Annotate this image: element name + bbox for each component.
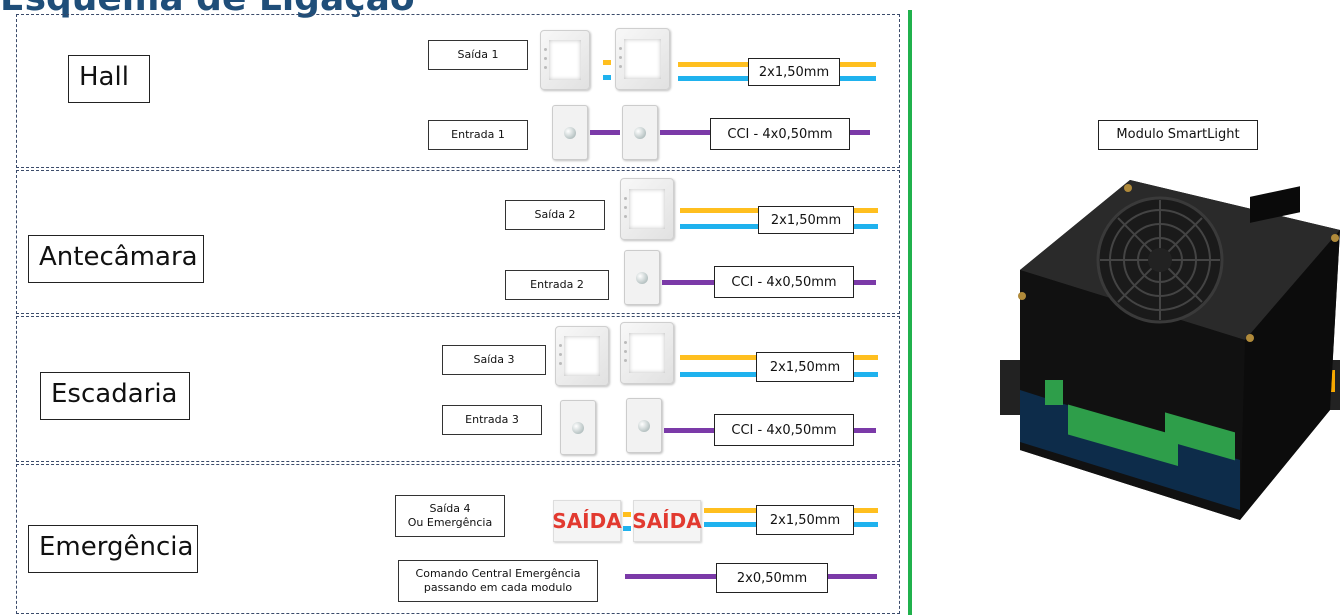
motion-sensor-icon xyxy=(560,400,596,455)
ceiling-lamp-icon xyxy=(620,322,674,384)
signal-cable-label-antecamara: CCI - 4x0,50mm xyxy=(714,266,854,298)
output-label-escadaria: Saída 3 xyxy=(442,345,546,375)
room-label-hall: Hall xyxy=(68,55,150,103)
room-label-antecamara: Antecâmara xyxy=(28,235,204,283)
section-antecamara xyxy=(16,170,900,314)
exit-sign-icon: SAÍDA xyxy=(552,500,622,542)
motion-sensor-icon xyxy=(622,105,658,160)
power-cable-label-emergencia: 2x1,50mm xyxy=(756,505,854,535)
output-label-line1: Saída 4 xyxy=(429,501,471,515)
command-label-emergencia: Comando Central Emergência passando em c… xyxy=(398,560,598,602)
motion-sensor-icon xyxy=(552,105,588,160)
output-label-antecamara: Saída 2 xyxy=(505,200,605,230)
exit-sign-icon: SAÍDA xyxy=(632,500,702,542)
output-label-hall: Saída 1 xyxy=(428,40,528,70)
room-label-escadaria: Escadaria xyxy=(40,372,190,420)
section-emergencia xyxy=(16,464,900,614)
signal-cable-label-escadaria: CCI - 4x0,50mm xyxy=(714,414,854,446)
phase-wire xyxy=(623,512,631,517)
vertical-divider xyxy=(908,10,912,615)
section-hall xyxy=(16,14,900,168)
input-label-escadaria: Entrada 3 xyxy=(442,405,542,435)
section-escadaria xyxy=(16,316,900,462)
command-label-line2: passando em cada modulo xyxy=(423,581,573,594)
signal-wire xyxy=(590,130,620,135)
power-cable-label-antecamara: 2x1,50mm xyxy=(758,206,854,234)
smartlight-module-icon xyxy=(1000,180,1340,520)
input-label-hall: Entrada 1 xyxy=(428,120,528,150)
power-cable-label-hall: 2x1,50mm xyxy=(748,58,840,86)
command-cable-label-emergencia: 2x0,50mm xyxy=(716,563,828,593)
module-label: Modulo SmartLight xyxy=(1098,120,1258,150)
output-label-line2: Ou Emergência xyxy=(407,516,493,529)
phase-wire xyxy=(603,60,611,65)
output-label-emergencia: Saída 4 Ou Emergência xyxy=(395,495,505,537)
neutral-wire xyxy=(603,75,611,80)
motion-sensor-icon xyxy=(626,398,662,453)
input-label-antecamara: Entrada 2 xyxy=(505,270,609,300)
power-cable-label-escadaria: 2x1,50mm xyxy=(756,352,854,382)
motion-sensor-icon xyxy=(624,250,660,305)
signal-cable-label-hall: CCI - 4x0,50mm xyxy=(710,118,850,150)
neutral-wire xyxy=(623,526,631,531)
room-label-emergencia: Emergência xyxy=(28,525,198,573)
ceiling-lamp-icon xyxy=(555,326,609,386)
command-label-line1: Comando Central Emergência xyxy=(415,566,581,580)
ceiling-lamp-icon xyxy=(620,178,674,240)
ceiling-lamp-icon xyxy=(540,30,590,90)
ceiling-lamp-icon xyxy=(615,28,670,90)
